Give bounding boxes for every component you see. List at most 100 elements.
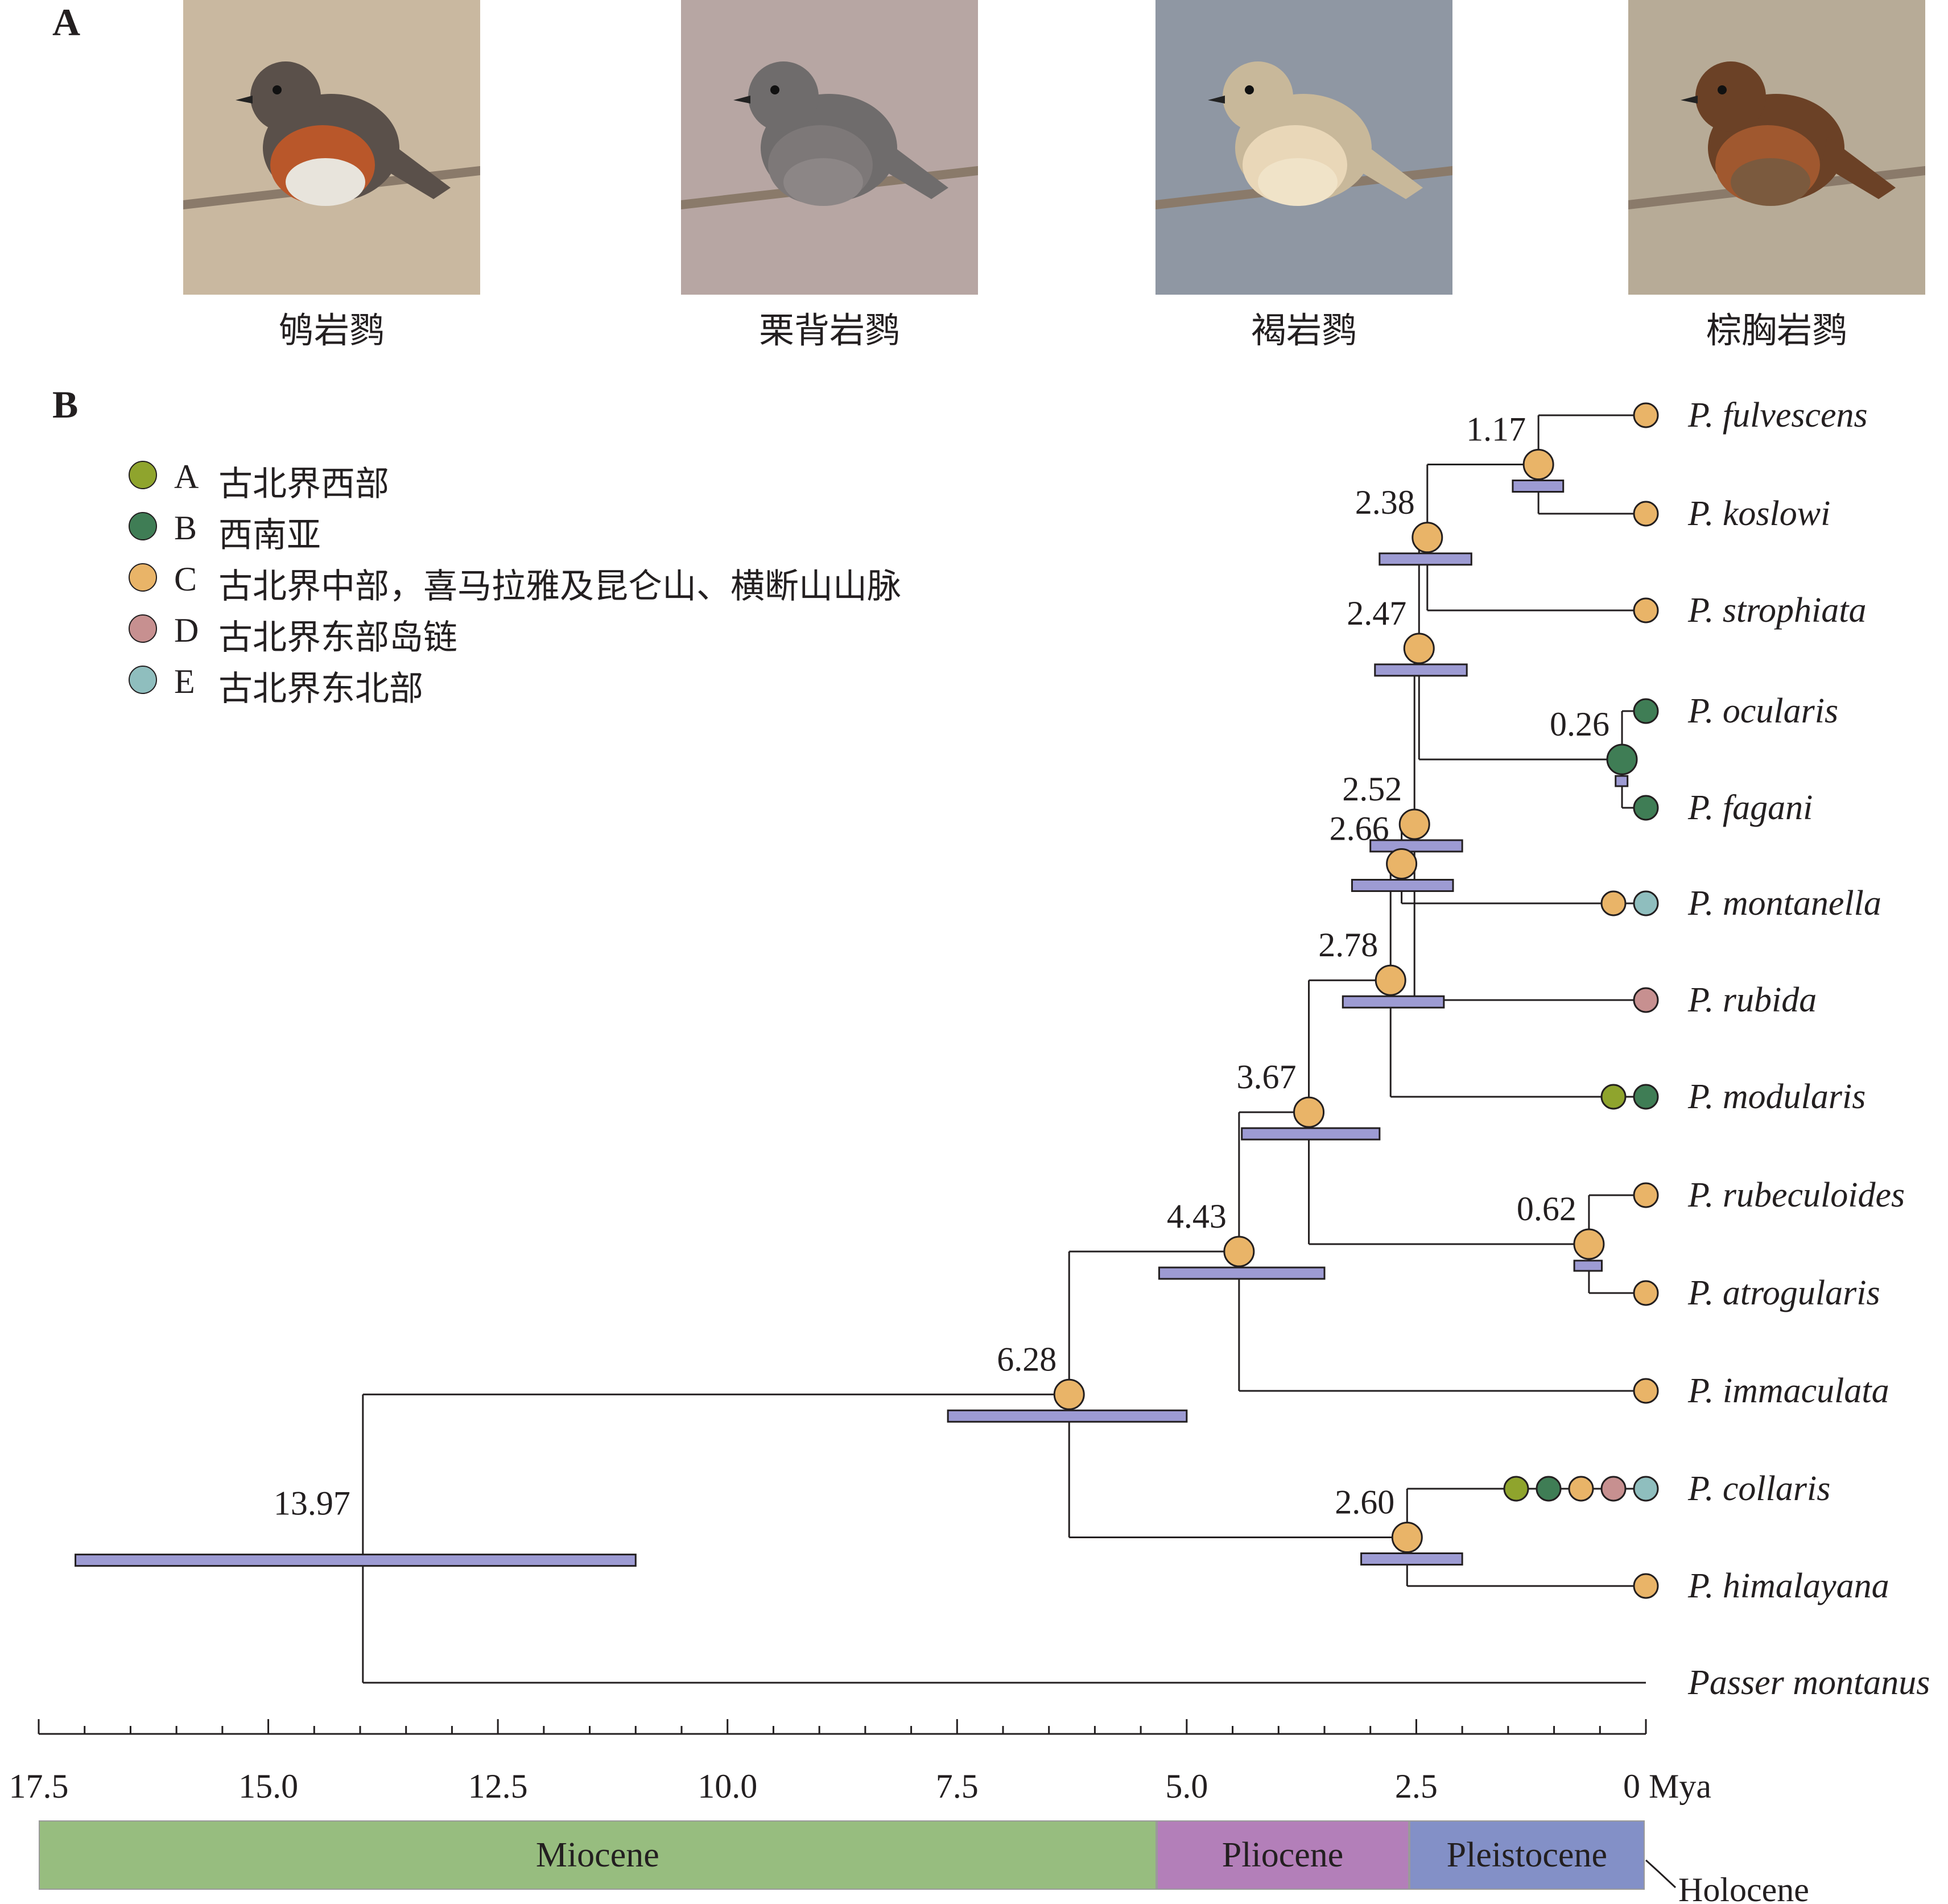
node-state-marker [1386,848,1418,879]
tip-state-marker [1633,987,1659,1013]
axis-tick-label: 2.5 [1395,1767,1438,1805]
photo-caption-1: 鸲岩鹨 [278,309,385,351]
tip-state-marker [1633,1476,1659,1502]
node-age-label: 2.60 [1335,1484,1394,1521]
axis-tick-label: 0 Mya [1623,1767,1711,1805]
bird-tail [874,137,948,199]
bird-head [1223,61,1293,132]
bird-photo-4 [1628,0,1925,295]
bird-belly [286,158,365,206]
legend-code: D [174,612,199,649]
hpd-bar [1360,1552,1463,1566]
tip-state-marker [1633,501,1659,527]
taxon-label: P. atrogularis [1687,1274,1880,1312]
legend-code: C [174,560,197,598]
node-age-label: 2.47 [1347,594,1406,632]
taxon-label: P. ocularis [1687,692,1838,730]
axis-tick-label: 15.0 [238,1767,298,1805]
tip-state-marker [1600,1084,1627,1110]
node-state-marker [1573,1228,1605,1260]
photo-caption-3: 褐岩鹨 [1250,309,1357,351]
photo-caption-4: 棕胸岩鹨 [1706,309,1847,351]
node-age-label: 4.43 [1167,1197,1227,1235]
node-age-label: 2.66 [1330,809,1389,847]
tip-state-marker [1633,597,1659,623]
bird-photo-2 [681,0,978,295]
bird-photo-3 [1155,0,1452,295]
tip-state-marker [1633,1084,1659,1110]
legend-swatch-d [129,614,157,643]
taxon-label: P. himalayana [1687,1567,1889,1605]
bird-head [250,61,321,132]
tip-state-marker [1633,1378,1659,1404]
node-age-label: 2.78 [1318,926,1378,964]
taxon-label: P. collaris [1687,1469,1830,1508]
legend-code: E [174,663,195,700]
tip-state-marker [1633,1182,1659,1208]
legend-desc: 古北界中部，喜马拉雅及昆仑山、横断山山脉 [218,567,901,606]
bird-tail [1349,137,1423,199]
bird-eye [770,85,779,94]
bird-eye [273,85,282,94]
hpd-bar [1351,878,1454,892]
taxon-label: P. rubeculoides [1687,1176,1905,1215]
node-age-label: 3.67 [1237,1058,1297,1096]
tip-state-marker [1536,1476,1562,1502]
legend-code: B [174,509,197,547]
epoch-pliocene: Pliocene [1156,1820,1409,1890]
taxon-label: P. fagani [1687,788,1813,827]
hpd-bar [947,1409,1188,1423]
tip-state-marker [1633,698,1659,724]
hpd-bar [1374,663,1468,677]
bird-beak [733,96,750,104]
hpd-bar [1342,995,1445,1009]
hpd-bar [1512,480,1565,493]
taxon-label: P. rubida [1687,981,1817,1019]
bird-belly [783,158,863,206]
hpd-bar [1573,1259,1603,1272]
axis-tick-label: 12.5 [468,1767,528,1805]
node-state-marker [1391,1522,1423,1553]
bird-tail [377,137,451,199]
holocene-leader-line [1645,1859,1677,1889]
hpd-bar [1369,839,1463,853]
bird-head [1695,61,1766,132]
node-state-marker [1293,1096,1325,1128]
node-state-marker [1522,449,1554,480]
tip-state-marker [1633,1573,1659,1599]
legend-swatch-e [129,666,157,694]
hpd-bar [1379,552,1472,566]
bird-photo-1 [183,0,480,295]
bird-belly [1258,158,1338,206]
taxon-label: P. koslowi [1687,494,1830,533]
legend-swatch-a [129,461,157,489]
bird-beak [236,96,253,104]
tip-state-marker [1633,890,1659,916]
node-state-marker [1053,1378,1085,1410]
bird-belly [1731,158,1810,206]
legend-desc: 古北界东部岛链 [218,618,457,658]
legend-desc: 西南亚 [218,515,321,555]
bird-beak [1208,96,1225,104]
taxon-label: P. modularis [1687,1077,1866,1116]
epoch-miocene: Miocene [39,1820,1157,1890]
taxon-label: Passer montanus [1687,1663,1930,1702]
axis-tick-label: 7.5 [936,1767,979,1805]
panel-a-label: A [52,1,81,44]
node-age-label: 0.26 [1550,705,1609,743]
tip-state-marker [1633,402,1659,428]
node-state-marker [1412,522,1443,554]
tip-state-marker [1600,890,1627,916]
hpd-bar [1615,775,1629,787]
panel-b-label: B [52,383,79,426]
node-age-label: 2.38 [1355,484,1415,521]
axis-tick-label: 5.0 [1165,1767,1208,1805]
taxon-label: P. montanella [1687,884,1881,923]
node-state-marker [1403,633,1435,664]
photo-caption-2: 栗背岩鹨 [758,309,900,351]
legend-swatch-b [129,512,157,540]
legend-swatch-c [129,563,157,592]
node-age-label: 6.28 [997,1340,1056,1378]
bird-head [748,61,819,132]
